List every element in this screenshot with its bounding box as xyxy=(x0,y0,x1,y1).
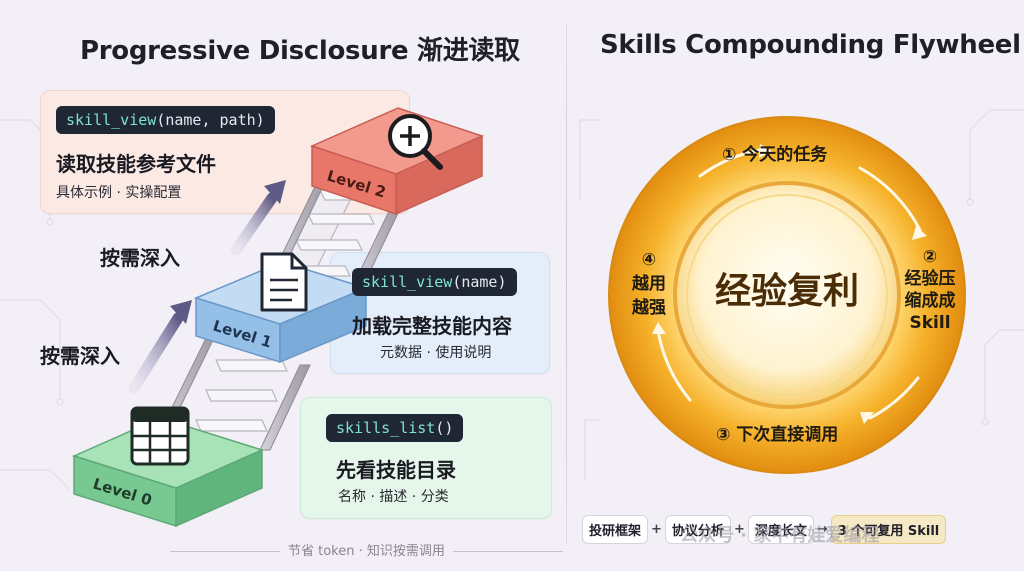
flywheel-step-4: ④ 越用 越强 xyxy=(632,250,666,318)
flywheel-step-3: ③ 下次直接调用 xyxy=(716,425,839,445)
chip-research-framework: 投研框架 xyxy=(582,514,649,544)
up-arrow-lower xyxy=(128,300,192,394)
arrow-seg-1 xyxy=(698,148,762,178)
level0-heading: 先看技能目录 xyxy=(336,458,456,482)
up-arrow-upper xyxy=(230,180,286,256)
flywheel-center: 经验复利 xyxy=(714,271,859,312)
magnifier-plus-icon xyxy=(388,114,443,170)
document-icon xyxy=(260,252,308,312)
level2-code: skill_view(name, path) xyxy=(56,106,275,134)
flywheel-step-2: ② 经验压 缩成成 Skill xyxy=(904,247,956,333)
chip-protocol-analysis: 协议分析 xyxy=(664,514,731,544)
level0-sub: 名称 · 描述 · 分类 xyxy=(338,489,449,505)
chip-reusable-skills: 3 个可复用 Skill xyxy=(830,514,947,544)
section-divider xyxy=(566,24,567,544)
right-title: Skills Compounding Flywheel xyxy=(600,30,1021,60)
step-label-lower: 按需深入 xyxy=(40,344,120,368)
level1-code: skill_view(name) xyxy=(352,268,517,296)
step-label-upper: 按需深入 xyxy=(100,246,180,270)
level1-heading: 加载完整技能内容 xyxy=(352,314,512,338)
level1-sub: 元数据 · 使用说明 xyxy=(380,345,492,361)
staircase-diagram: Level 0 Level 1 Level 2 xyxy=(71,107,485,528)
table-icon xyxy=(130,406,190,466)
level2-sub: 具体示例 · 实操配置 xyxy=(56,185,182,201)
skill-flow-row: 投研框架 + 协议分析 + 深度长文 → 3 个可复用 Skill xyxy=(582,514,947,544)
level0-code: skills_list() xyxy=(326,414,464,442)
chip-long-article: 深度长文 xyxy=(747,514,814,544)
watermark: 公众号 · 家中有娃爱编程 xyxy=(680,525,880,546)
left-footer: 节省 token · 知识按需调用 xyxy=(170,540,563,559)
left-title: Progressive Disclosure 渐进读取 xyxy=(80,36,520,66)
level2-heading: 读取技能参考文件 xyxy=(56,152,216,176)
flywheel-step-1: ① 今天的任务 xyxy=(722,145,828,165)
